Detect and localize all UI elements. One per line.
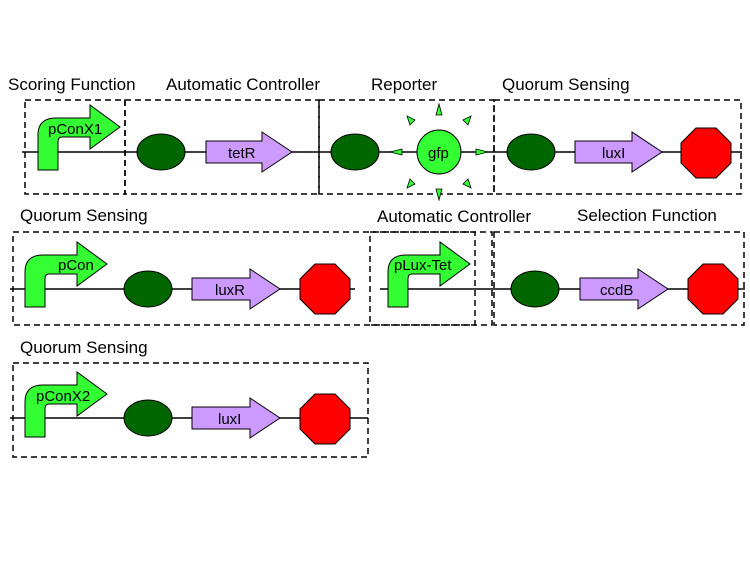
promoter-pcon: pCon: [24, 241, 108, 308]
gene-luxi-row1-label: luxI: [602, 145, 625, 162]
promoter-pconx1-label: pConX1: [48, 121, 102, 138]
gene-luxi-row1: luxI: [574, 131, 663, 173]
terminator-row1: [680, 127, 732, 179]
promoter-plux-tet: pLux-Tet: [387, 241, 471, 308]
gene-tetr-label: tetR: [228, 145, 256, 162]
rbs-row1-1: [136, 133, 186, 171]
label-quorum-sensing-1: Quorum Sensing: [502, 75, 630, 94]
box-quorum-sensing-2: [12, 231, 476, 326]
gene-luxi-row3: luxI: [191, 397, 281, 439]
rbs-row2-1: [123, 270, 173, 308]
terminator-row2-1: [299, 263, 351, 315]
rbs-row3-1: [123, 399, 173, 437]
rbs-row2-2: [510, 270, 560, 308]
box-quorum-sensing-1: [493, 99, 742, 195]
terminator-row3: [299, 393, 351, 445]
label-selection-function: Selection Function: [577, 206, 717, 225]
label-scoring-function: Scoring Function: [8, 75, 136, 94]
box-automatic-controller-2: [369, 231, 493, 326]
box-selection-function: [493, 231, 745, 326]
promoter-pconx2: pConX2: [24, 371, 108, 438]
gene-luxr: luxR: [191, 268, 281, 310]
label-automatic-controller-2: Automatic Controller: [377, 207, 532, 226]
box-quorum-sensing-3: [12, 362, 369, 458]
label-quorum-sensing-2: Quorum Sensing: [20, 206, 148, 225]
promoter-plux-tet-label: pLux-Tet: [394, 257, 452, 274]
label-quorum-sensing-3: Quorum Sensing: [20, 338, 148, 357]
promoter-pconx1: pConX1: [37, 104, 121, 171]
rbs-row1-2: [330, 133, 380, 171]
label-automatic-controller-1: Automatic Controller: [166, 75, 321, 94]
promoter-pcon-label: pCon: [58, 257, 94, 274]
gene-luxr-label: luxR: [215, 282, 245, 299]
gene-luxi-row3-label: luxI: [218, 411, 241, 428]
reporter-gfp: gfp: [389, 102, 489, 202]
rbs-row1-3: [506, 133, 556, 171]
gene-ccdb: ccdB: [579, 268, 669, 310]
promoter-pconx2-label: pConX2: [36, 388, 90, 405]
gene-ccdb-label: ccdB: [600, 282, 633, 299]
box-scoring-function: [24, 99, 126, 195]
terminator-row2-2: [687, 263, 739, 315]
label-reporter: Reporter: [371, 75, 438, 94]
reporter-gfp-label: gfp: [428, 145, 449, 162]
gene-tetr: tetR: [205, 131, 293, 173]
